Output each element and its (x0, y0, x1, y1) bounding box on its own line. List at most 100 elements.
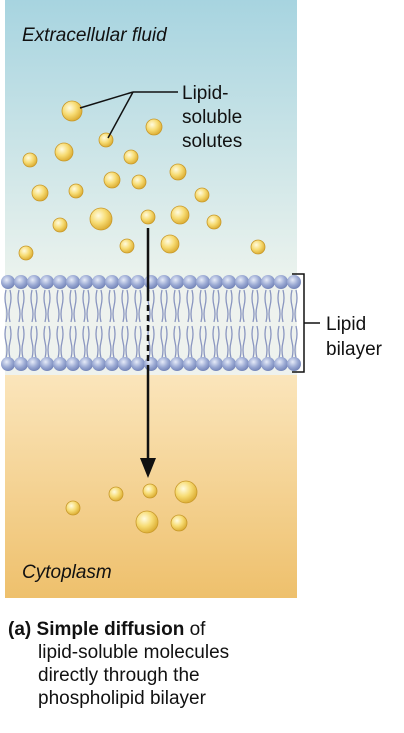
phospholipid-head (183, 357, 197, 371)
caption-line-3: directly through the (38, 665, 200, 686)
phospholipid-head (222, 275, 236, 289)
lipid-tail (251, 325, 255, 359)
lipid-tail (281, 325, 285, 359)
lipid-tail (151, 289, 155, 323)
lipid-tail (216, 289, 220, 323)
lipid-tail (69, 325, 73, 359)
lipid-tail (173, 289, 177, 323)
phospholipid-head (196, 357, 210, 371)
lipid-tail (160, 289, 164, 323)
lipid-tail (203, 289, 207, 323)
solute-group (18, 100, 266, 534)
lipid-tail (242, 325, 246, 359)
lipid-soluble-solute (31, 184, 49, 202)
lipid-soluble-solute (160, 234, 180, 254)
lipid-soluble-solute (206, 214, 222, 230)
phospholipid-head (131, 357, 145, 371)
lipid-soluble-solute (68, 183, 84, 199)
lipid-tail (186, 325, 190, 359)
phospholipid-head (287, 357, 301, 371)
phospholipid-head (14, 357, 28, 371)
lipid-tail (73, 289, 77, 323)
lipid-tail (82, 325, 86, 359)
phospholipid-head (261, 357, 275, 371)
lipid-tail (199, 289, 203, 323)
lipid-soluble-solute (174, 480, 198, 504)
phospholipid-head (222, 357, 236, 371)
lipid-tail (112, 325, 116, 359)
phospholipid-head (1, 275, 15, 289)
lipid-tail (281, 289, 285, 323)
phospholipid-head (27, 275, 41, 289)
lipid-tail (43, 325, 47, 359)
lipid-tail (99, 325, 103, 359)
lipid-tail (34, 289, 38, 323)
phospholipid-head (66, 275, 80, 289)
lipid-soluble-solute (145, 118, 163, 136)
lipid-tail (251, 289, 255, 323)
lipid-soluble-solute (22, 152, 38, 168)
phospholipid-head (274, 357, 288, 371)
lipid-tail (212, 325, 216, 359)
phospholipid-head (196, 275, 210, 289)
caption-letter: (a) (8, 619, 32, 640)
lipid-tail (4, 325, 8, 359)
caption-line-2: lipid-soluble molecules (38, 642, 230, 663)
lipid-tail (255, 325, 259, 359)
bilayer-label-line1: Lipid (326, 314, 366, 335)
lipid-tail (17, 289, 21, 323)
lipid-tail (242, 289, 246, 323)
phospholipid-head (40, 357, 54, 371)
lipid-tail (264, 325, 268, 359)
lipid-tail (225, 289, 229, 323)
lipid-soluble-solute (123, 149, 139, 165)
phospholipid-head (209, 357, 223, 371)
lipid-tail (17, 325, 21, 359)
solutes-label-line3: solutes (182, 131, 242, 152)
lipid-tail (190, 289, 194, 323)
lipid-tail (151, 325, 155, 359)
phospholipid-head (53, 357, 67, 371)
lipid-tail (160, 325, 164, 359)
phospholipid-head (1, 357, 15, 371)
lipid-tail (60, 325, 64, 359)
lipid-soluble-solute (89, 207, 113, 231)
lipid-tail (229, 289, 233, 323)
extracellular-region (5, 0, 297, 290)
lipid-tail (125, 325, 129, 359)
phospholipid-head (66, 357, 80, 371)
lipid-soluble-solute (194, 187, 210, 203)
lipid-tail (264, 289, 268, 323)
lipid-tail (34, 325, 38, 359)
lipid-tail (82, 289, 86, 323)
lipid-tail (294, 289, 298, 323)
lipid-tail (268, 289, 272, 323)
solute-leader-lines (79, 91, 178, 139)
phospholipid-head (235, 357, 249, 371)
figure-caption: (a) Simple diffusion of lipid-soluble mo… (8, 618, 398, 710)
lipid-tail (134, 325, 138, 359)
phospholipid-head (157, 275, 171, 289)
lipid-soluble-solute (142, 483, 158, 499)
lipid-tail (108, 289, 112, 323)
lipid-tail (69, 289, 73, 323)
lipid-tail (8, 325, 12, 359)
lipid-tail (21, 289, 25, 323)
lipid-tail (86, 325, 90, 359)
lipid-soluble-solute (18, 245, 34, 261)
solutes-label-line1: Lipid- (182, 83, 228, 104)
lipid-tail (190, 325, 194, 359)
lipid-tail (134, 289, 138, 323)
phospholipid-head (287, 275, 301, 289)
lipid-tail (30, 289, 34, 323)
lipid-tail (56, 289, 60, 323)
lipid-tail (47, 289, 51, 323)
phospholipid-head (248, 275, 262, 289)
caption-title: Simple diffusion (36, 619, 185, 640)
lipid-tail (238, 289, 242, 323)
lipid-tail (238, 325, 242, 359)
lipid-tail (212, 289, 216, 323)
lipid-tail (173, 325, 177, 359)
lipid-tail (277, 289, 281, 323)
